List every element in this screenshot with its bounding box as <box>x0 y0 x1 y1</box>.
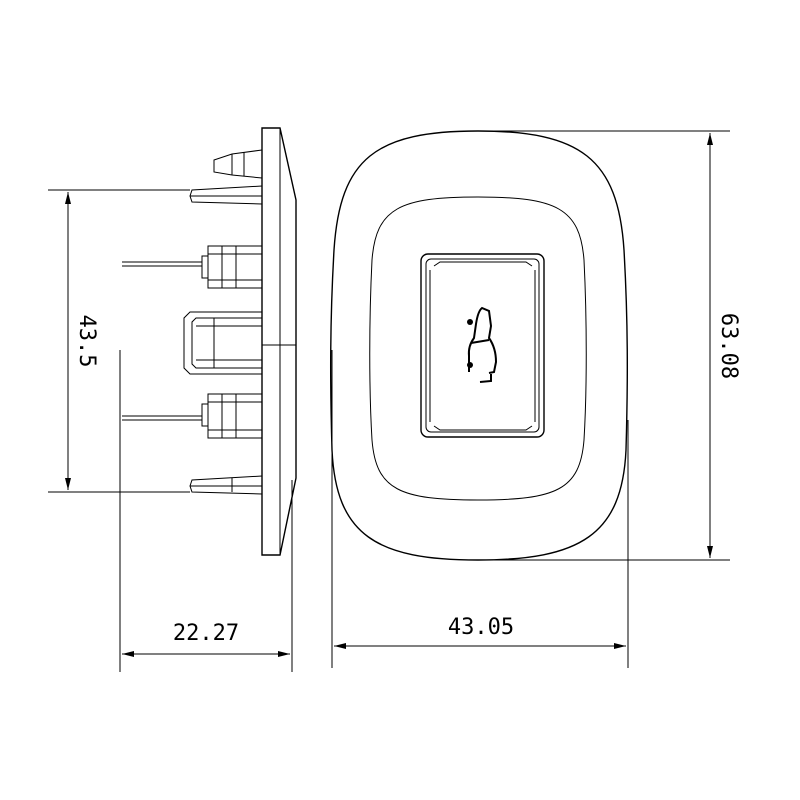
side-height-label: 43.5 <box>74 315 99 368</box>
top-clip <box>213 149 263 179</box>
side-plate <box>261 127 297 556</box>
lower-housing <box>122 393 263 439</box>
front-view <box>329 130 629 561</box>
dimension-side-height: 43.5 <box>48 189 190 493</box>
middle-hook <box>183 311 262 375</box>
upper-housing <box>122 245 263 289</box>
button-inner <box>425 258 540 433</box>
dimension-side-depth: 22.27 <box>119 350 293 672</box>
side-depth-label: 22.27 <box>173 621 239 646</box>
front-outer-frame <box>329 130 629 561</box>
dimension-front-width: 43.05 <box>331 350 629 668</box>
side-view <box>122 127 297 556</box>
front-inner-frame <box>369 196 587 501</box>
dimension-front-height: 63.08 <box>490 130 741 561</box>
front-width-label: 43.05 <box>448 615 514 640</box>
front-height-label: 63.08 <box>716 313 741 379</box>
car-tailgate-icon <box>467 306 498 383</box>
bottom-clip <box>189 475 263 495</box>
button-outer <box>420 253 545 438</box>
